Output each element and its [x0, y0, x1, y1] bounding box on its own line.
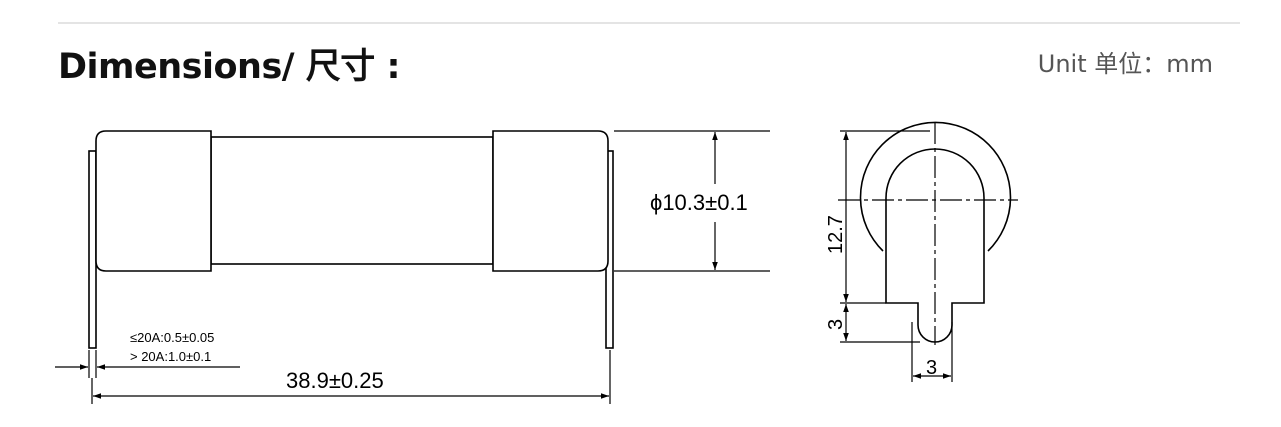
- page-title: Dimensions/ 尺寸 :: [58, 47, 400, 87]
- length-dimension: [91, 350, 611, 404]
- length-label: 38.9±0.25: [286, 368, 384, 393]
- lead-spec-large: > 20A:1.0±0.1: [130, 349, 211, 364]
- lead-outline: [885, 148, 985, 343]
- left-lead: [88, 150, 97, 349]
- diameter-label: ϕ10.3±0.1: [650, 190, 748, 215]
- right-end-cap: [492, 130, 609, 272]
- tab-height-label: 3: [825, 319, 847, 330]
- lead-thickness-dimension: [55, 350, 240, 378]
- height-label: 12.7: [825, 215, 847, 254]
- header-divider: [58, 22, 1240, 24]
- left-end-cap: [95, 130, 212, 272]
- diameter-dimension: [614, 130, 770, 272]
- fuse-side-view: [88, 130, 614, 349]
- tab-width-dimension: [911, 322, 953, 382]
- end-view-centerlines: [838, 122, 1018, 345]
- unit-label: Unit 单位：mm: [1037, 50, 1213, 78]
- height-dimension: [840, 130, 930, 343]
- fuse-body: [210, 136, 494, 265]
- lead-spec-small: ≤20A:0.5±0.05: [130, 330, 214, 345]
- tab-width-label: 3: [926, 357, 937, 379]
